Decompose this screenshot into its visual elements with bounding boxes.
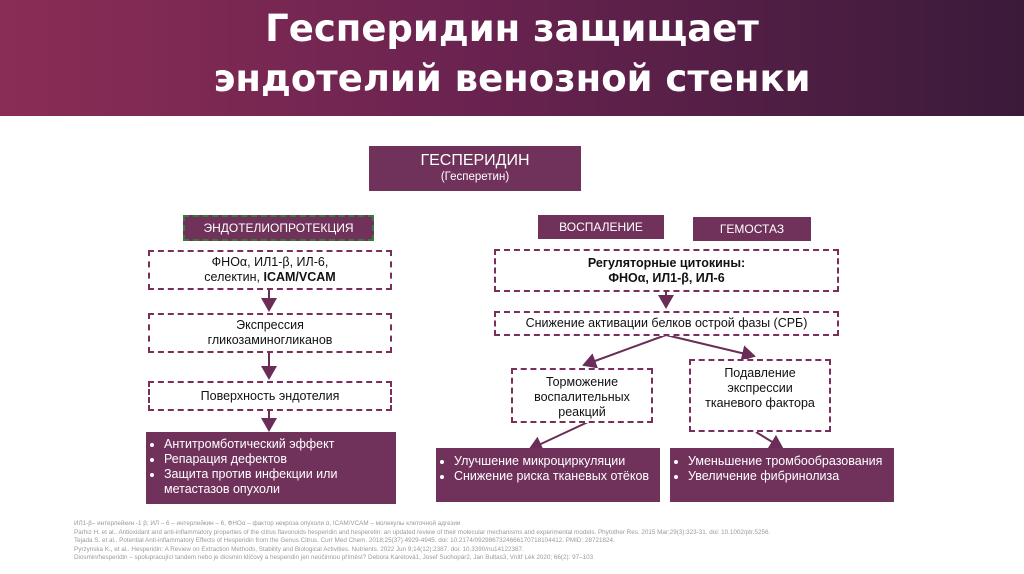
reference-3: Pyrzynska K., et al.. Hesperidin: A Revi…	[74, 545, 524, 553]
arrow-acute-to-inhibition	[582, 334, 667, 369]
arrow-suppression-to-effects	[755, 431, 784, 450]
arrow-acute-to-suppression	[665, 334, 756, 361]
references: ИЛ1-β– интерлейкин -1 β; ИЛ – 6 – интерл…	[74, 520, 934, 563]
suppression-box: Подавление экспрессии тканевого фактора	[689, 359, 831, 432]
title-banner	[0, 0, 1024, 116]
endothelium-surface-box: Поверхность эндотелия	[148, 381, 392, 411]
icam-vcam-text: ICAM/VCAM	[263, 270, 336, 284]
effect-infection-protection: Защита против инфекции или метастазов оп…	[164, 467, 396, 497]
arrow-inhibition-to-effects	[528, 421, 589, 452]
hesperidin-title: ГЕСПЕРИДИН	[420, 152, 530, 169]
gag-line2: гликозаминогликанов	[207, 333, 333, 347]
hesperetin-subtitle: (Гесперетин)	[440, 171, 510, 183]
hesperidin-box: ГЕСПЕРИДИН (Гесперетин)	[369, 146, 581, 191]
regulatory-cytokines-line1: Регуляторные цитокины:	[587, 256, 746, 270]
effect-antithrombotic: Антитромботический эффект	[164, 437, 396, 452]
inhibition-box: Торможение воспалительных реакций	[511, 368, 653, 423]
reference-2: Tejada S. et al.. Potential Anti-inflamm…	[74, 537, 615, 544]
hemostasis-label: ГЕМОСТАЗ	[693, 217, 811, 241]
inflammation-label: ВОСПАЛЕНИЕ	[538, 215, 664, 239]
effect-edema-risk: Снижение риска тканевых отёков	[454, 469, 660, 484]
effect-microcirculation: Улучшение микроциркуляции	[454, 454, 660, 469]
microcirculation-effects-list: Улучшение микроциркуляции Снижение риска…	[436, 454, 660, 484]
left-effects-list: Антитромботический эффект Репарация дефе…	[146, 437, 396, 497]
effect-fibrinolysis: Увеличение фибринолиза	[688, 469, 894, 484]
gag-expression-box: Экспрессия гликозаминогликанов	[148, 313, 392, 353]
page-title: Гесперидин защищает эндотелий венозной с…	[213, 7, 811, 100]
right-effects-right-box: Уменьшение тромбообразования Увеличение …	[670, 448, 894, 502]
reference-4: Diosmin/hesperidin – spolupracující tand…	[74, 554, 594, 561]
regulatory-cytokines-box: Регуляторные цитокины: ФНОα, ИЛ1-β, ИЛ-6	[494, 249, 839, 292]
thrombosis-effects-list: Уменьшение тромбообразования Увеличение …	[670, 454, 894, 484]
reference-1: Parhiz H. et al.. Antioxidant and anti-i…	[74, 528, 771, 536]
left-cytokines-line2: селектин, ICAM/VCAM	[150, 270, 390, 285]
abbreviations-note: ИЛ1-β– интерлейкин -1 β; ИЛ – 6 – интерл…	[74, 520, 461, 527]
gag-line1: Экспрессия	[236, 318, 304, 332]
left-effects-box: Антитромботический эффект Репарация дефе…	[146, 432, 396, 504]
left-cytokines-line1: ФНОα, ИЛ1-β, ИЛ-6,	[211, 255, 329, 269]
effect-defect-repair: Репарация дефектов	[164, 452, 396, 467]
regulatory-cytokines-line2: ФНОα, ИЛ1-β, ИЛ-6	[608, 271, 725, 285]
left-cytokines-box: ФНОα, ИЛ1-β, ИЛ-6, селектин, ICAM/VCAM	[148, 250, 392, 290]
selectin-text: селектин,	[204, 270, 264, 284]
right-effects-left-box: Улучшение микроциркуляции Снижение риска…	[436, 448, 660, 502]
endothelioprotection-label: ЭНДОТЕЛИОПРОТЕКЦИЯ	[183, 215, 374, 241]
acute-phase-box: Снижение активации белков острой фазы (С…	[494, 311, 839, 336]
effect-thrombosis-reduction: Уменьшение тромбообразования	[688, 454, 894, 469]
